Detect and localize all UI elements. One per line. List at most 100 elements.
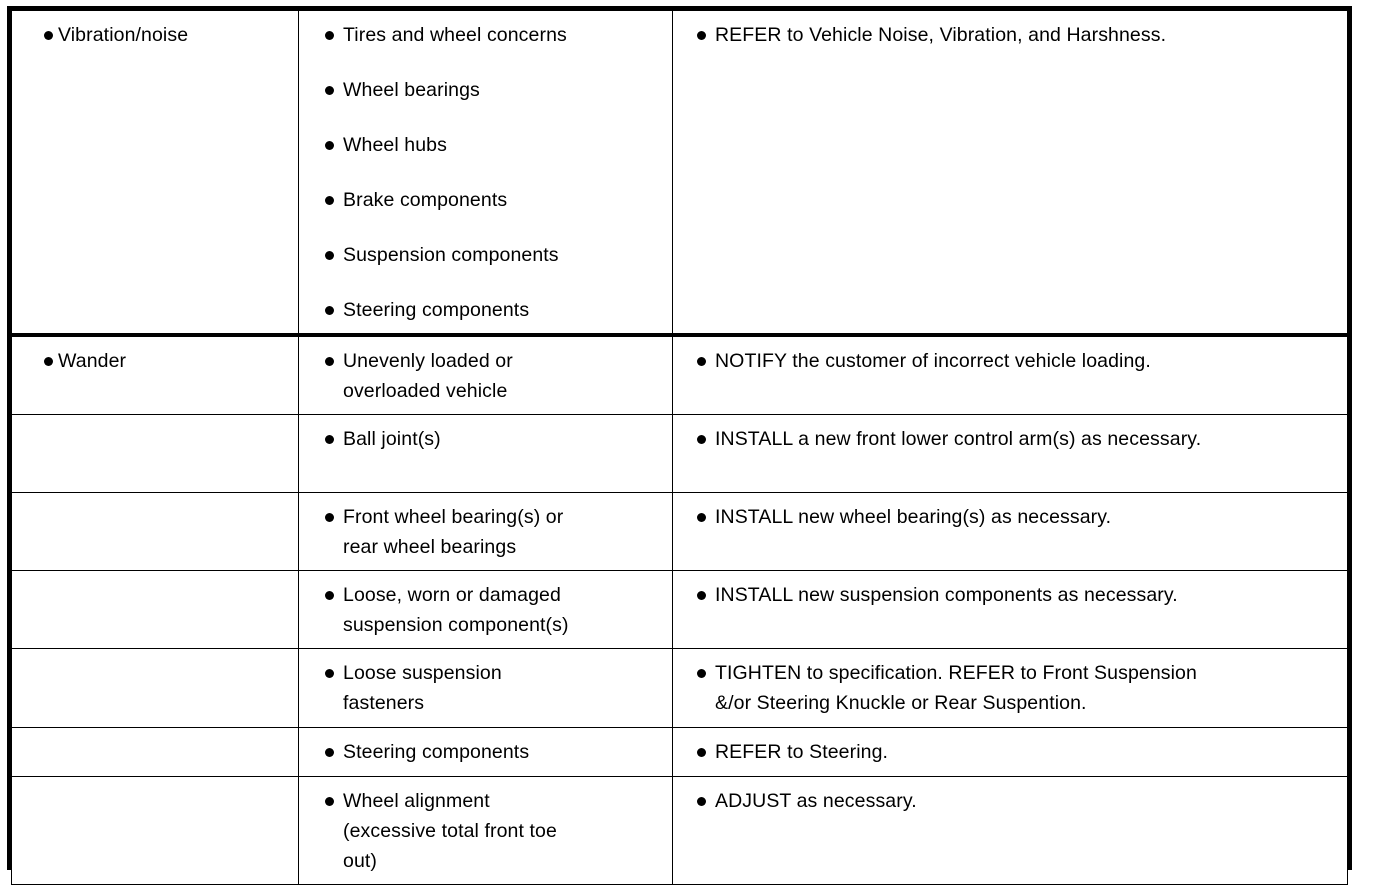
list-item: Tires and wheel concerns xyxy=(309,20,662,50)
action-cell-content: INSTALL a new front lower control arm(s)… xyxy=(673,415,1347,462)
action-text: REFER to Steering. xyxy=(715,741,889,763)
bullet-icon xyxy=(325,797,334,806)
table-row: Loose, worn or damaged suspension compon… xyxy=(11,570,1348,649)
bullet-icon xyxy=(325,196,334,205)
action-cell-content: INSTALL new suspension components as nec… xyxy=(673,571,1347,618)
source-text: Loose, worn or damaged suspension compon… xyxy=(343,584,569,636)
source-list: Ball joint(s) xyxy=(309,424,662,454)
condition-cell-content: Wander xyxy=(12,337,298,384)
source-list: Front wheel bearing(s) or rear wheel bea… xyxy=(309,502,662,562)
action-cell-content: NOTIFY the customer of incorrect vehicle… xyxy=(673,337,1347,384)
bullet-icon xyxy=(325,306,334,315)
source-list: Unevenly loaded or overloaded vehicle xyxy=(309,346,662,406)
source-cell-content: Ball joint(s) xyxy=(299,415,672,462)
table-row: Wander Unevenly loaded or overloaded vehi… xyxy=(11,334,1348,415)
source-text: Tires and wheel concerns xyxy=(343,24,567,46)
source-cell: Front wheel bearing(s) or rear wheel bea… xyxy=(298,492,673,571)
source-list: Loose suspension fasteners xyxy=(309,658,662,718)
source-cell: Wheel alignment (excessive total front t… xyxy=(298,776,673,885)
action-list: REFER to Steering. xyxy=(683,737,1337,767)
source-cell-content: Wheel alignment (excessive total front t… xyxy=(299,777,672,884)
source-text: Wheel alignment (excessive total front t… xyxy=(343,790,557,872)
action-text: REFER to Vehicle Noise, Vibration, and H… xyxy=(715,24,1167,46)
bullet-icon xyxy=(325,435,334,444)
bullet-icon xyxy=(697,591,706,600)
source-text: Brake components xyxy=(343,189,508,211)
action-cell: INSTALL new suspension components as nec… xyxy=(672,570,1348,649)
list-item: Steering components xyxy=(309,295,662,325)
action-list: INSTALL new suspension components as nec… xyxy=(683,580,1337,610)
action-list: REFER to Vehicle Noise, Vibration, and H… xyxy=(683,20,1337,50)
table-row: Front wheel bearing(s) or rear wheel bea… xyxy=(11,492,1348,571)
action-list: INSTALL new wheel bearing(s) as necessar… xyxy=(683,502,1337,532)
action-list: TIGHTEN to specification. REFER to Front… xyxy=(683,658,1337,718)
source-list: Steering components xyxy=(309,737,662,767)
table-row: Steering components REFER to Steering. xyxy=(11,727,1348,777)
bullet-icon xyxy=(44,357,53,366)
action-text: INSTALL a new front lower control arm(s)… xyxy=(715,428,1202,450)
condition-cell: Wander xyxy=(11,334,299,415)
list-item: Wander xyxy=(22,346,288,376)
source-text: Wheel hubs xyxy=(343,134,447,156)
table-row: Ball joint(s) INSTALL a new front lower c… xyxy=(11,414,1348,493)
action-text: INSTALL new wheel bearing(s) as necessar… xyxy=(715,506,1112,528)
action-cell: NOTIFY the customer of incorrect vehicle… xyxy=(672,334,1348,415)
action-text: INSTALL new suspension components as nec… xyxy=(715,584,1178,606)
list-item: Wheel alignment (excessive total front t… xyxy=(309,786,662,876)
action-cell-content: TIGHTEN to specification. REFER to Front… xyxy=(673,649,1347,726)
bullet-icon xyxy=(697,357,706,366)
source-text: Steering components xyxy=(343,741,530,763)
source-cell: Loose suspension fasteners xyxy=(298,648,673,728)
source-text: Suspension components xyxy=(343,244,559,266)
list-item: Loose, worn or damaged suspension compon… xyxy=(309,580,662,640)
condition-cell: Vibration/noise xyxy=(11,10,299,337)
bullet-icon xyxy=(325,357,334,366)
bullet-icon xyxy=(697,435,706,444)
source-cell: Steering components xyxy=(298,727,673,777)
source-text: Unevenly loaded or overloaded vehicle xyxy=(343,350,513,402)
source-cell-content: Steering components xyxy=(299,728,672,775)
bullet-icon xyxy=(325,669,334,678)
bullet-icon xyxy=(697,669,706,678)
action-cell-content: INSTALL new wheel bearing(s) as necessar… xyxy=(673,493,1347,540)
action-text: NOTIFY the customer of incorrect vehicle… xyxy=(715,350,1151,372)
condition-text: Vibration/noise xyxy=(58,24,189,46)
table-row: Loose suspension fasteners TIGHTEN to spe… xyxy=(11,648,1348,728)
condition-cell xyxy=(11,570,299,649)
source-text: Loose suspension fasteners xyxy=(343,662,502,714)
list-item: Ball joint(s) xyxy=(309,424,662,454)
source-list: Wheel alignment (excessive total front t… xyxy=(309,786,662,876)
list-item: NOTIFY the customer of incorrect vehicle… xyxy=(683,346,1337,376)
condition-cell xyxy=(11,727,299,777)
list-item: Front wheel bearing(s) or rear wheel bea… xyxy=(309,502,662,562)
condition-list: Wander xyxy=(22,346,288,376)
bullet-icon xyxy=(325,31,334,40)
bullet-icon xyxy=(697,31,706,40)
list-item: Wheel bearings xyxy=(309,75,662,105)
source-cell-content: Loose, worn or damaged suspension compon… xyxy=(299,571,672,648)
list-item: Suspension components xyxy=(309,240,662,270)
list-item: Wheel hubs xyxy=(309,130,662,160)
source-cell: Loose, worn or damaged suspension compon… xyxy=(298,570,673,649)
list-item: REFER to Steering. xyxy=(683,737,1337,767)
condition-cell xyxy=(11,776,299,885)
list-item: Loose suspension fasteners xyxy=(309,658,662,718)
action-cell: INSTALL a new front lower control arm(s)… xyxy=(672,414,1348,493)
action-cell-content: REFER to Vehicle Noise, Vibration, and H… xyxy=(673,11,1347,58)
source-cell: Unevenly loaded or overloaded vehicle xyxy=(298,334,673,415)
list-item: ADJUST as necessary. xyxy=(683,786,1337,816)
condition-cell xyxy=(11,492,299,571)
source-text: Ball joint(s) xyxy=(343,428,441,450)
action-list: ADJUST as necessary. xyxy=(683,786,1337,816)
action-text: ADJUST as necessary. xyxy=(715,790,917,812)
bullet-icon xyxy=(325,591,334,600)
list-item: Brake components xyxy=(309,185,662,215)
action-cell-content: REFER to Steering. xyxy=(673,728,1347,775)
